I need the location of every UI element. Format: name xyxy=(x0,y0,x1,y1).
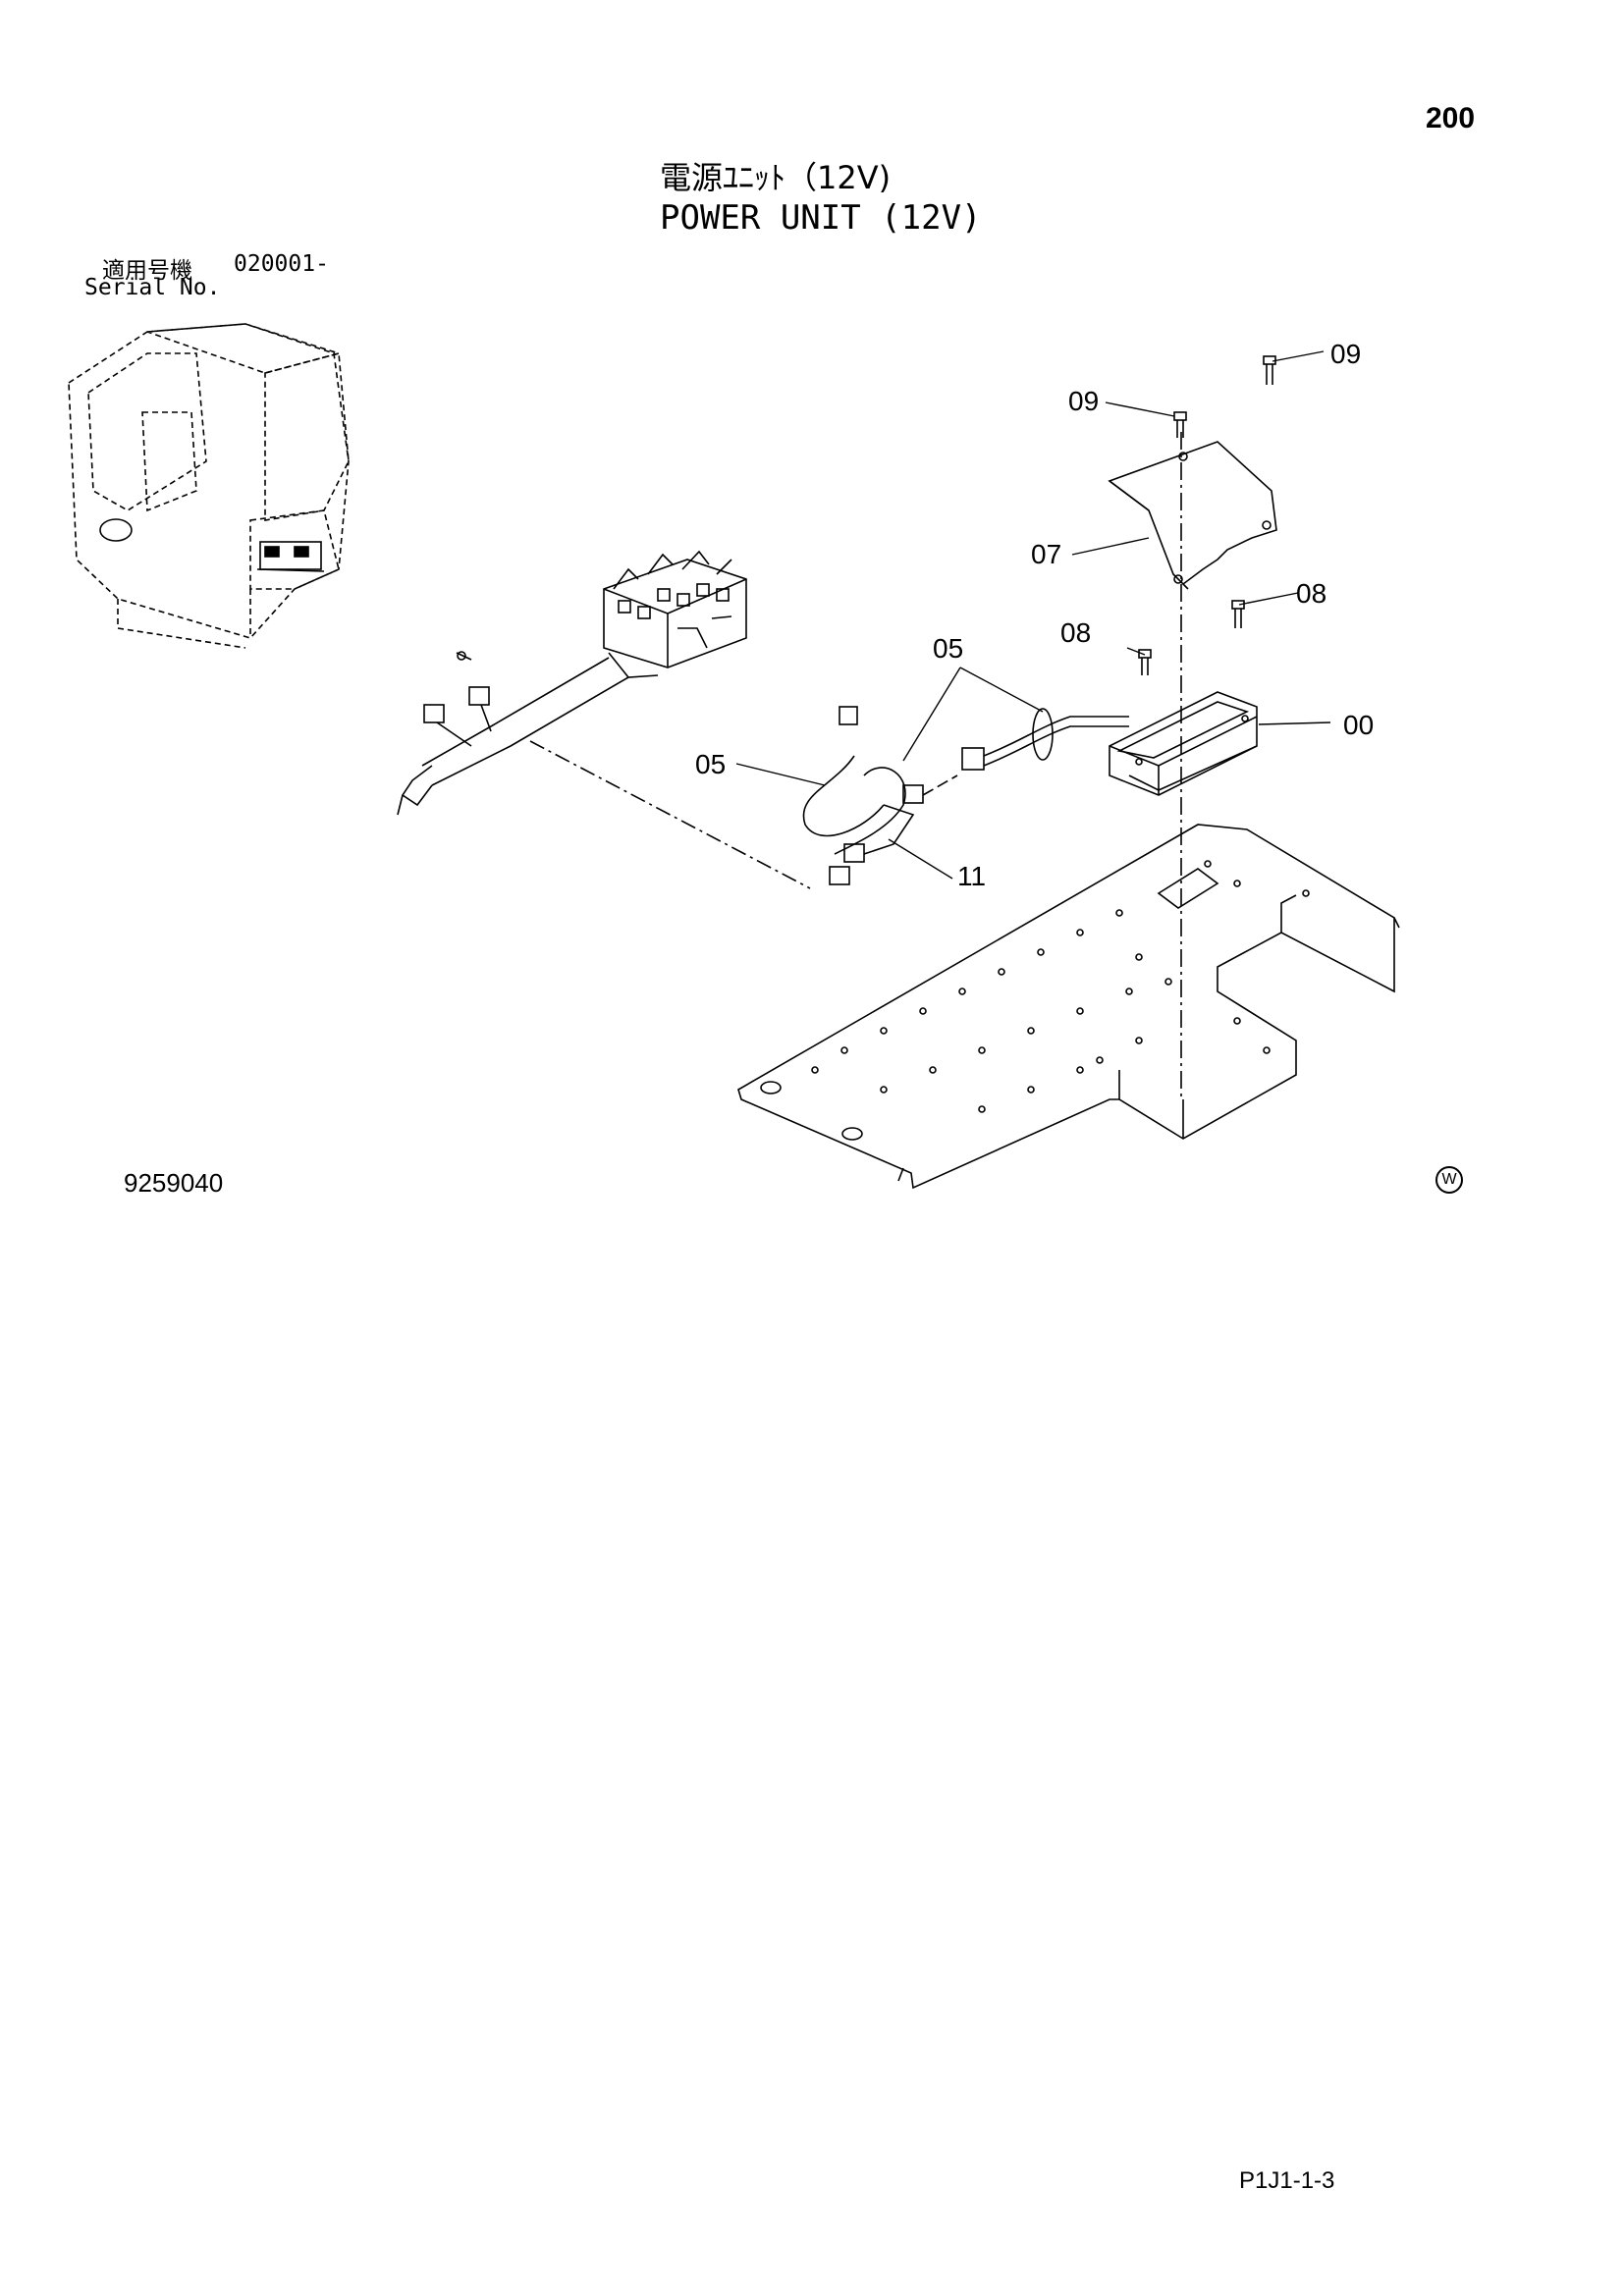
callout-07: 07 xyxy=(1031,539,1061,569)
title-english: POWER UNIT (12V) xyxy=(660,198,982,238)
serial-value: 020001- xyxy=(234,251,329,277)
bolts xyxy=(1138,355,1276,675)
callout-leaders xyxy=(735,350,1331,880)
floor-plate xyxy=(737,824,1400,1190)
callout-05-top: 05 xyxy=(933,633,963,664)
floor-plate-holes xyxy=(811,860,1310,1113)
callout-08-left: 08 xyxy=(1060,617,1091,648)
drawing-number: 9259040 xyxy=(124,1168,224,1198)
serial-label-english: Serial No. xyxy=(84,275,221,300)
callout-09-top: 09 xyxy=(1330,339,1361,369)
callout-05-left: 05 xyxy=(695,749,726,779)
assembly-leader-line xyxy=(529,740,811,889)
title-japanese: 電源ﾕﾆｯﾄ（12V) xyxy=(660,159,892,196)
serial-label-japanese: 適用号機 xyxy=(102,258,192,284)
callout-09-left: 09 xyxy=(1068,386,1099,416)
callout-00: 00 xyxy=(1343,710,1374,740)
bracket xyxy=(1108,441,1277,590)
cab-overview-illustration xyxy=(68,323,350,649)
fuse-box xyxy=(603,550,747,678)
cab-power-unit-highlight xyxy=(99,518,325,572)
callout-08-right: 08 xyxy=(1296,578,1326,609)
harness-main xyxy=(397,651,629,816)
callout-11: 11 xyxy=(957,861,986,891)
power-unit-cable xyxy=(922,708,1129,796)
w-circle-mark: W xyxy=(1435,1166,1463,1194)
sub-harness xyxy=(802,706,924,885)
power-unit-body xyxy=(1109,691,1258,796)
page-code: P1J1-1-3 xyxy=(1239,2167,1335,2194)
page-number: 200 xyxy=(1426,102,1476,134)
